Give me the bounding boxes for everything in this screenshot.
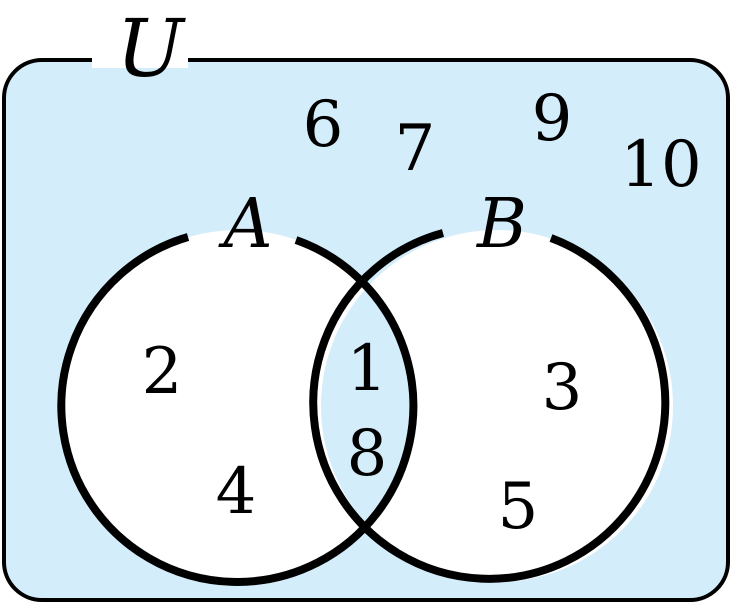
element-a-only: 4	[216, 455, 257, 529]
element-b-only: 5	[498, 470, 539, 544]
element-outside: 10	[620, 128, 701, 202]
element-intersection: 1	[347, 332, 388, 406]
set-b-region	[321, 230, 673, 582]
set-a-outline	[57, 233, 418, 586]
set-a-label: A	[217, 185, 272, 264]
set-b-outline	[309, 229, 670, 583]
element-outside: 9	[532, 82, 573, 156]
set-b-label: B	[475, 185, 527, 264]
set-a-region	[62, 230, 414, 582]
element-outside: 6	[303, 88, 344, 162]
element-a-only: 2	[142, 335, 183, 409]
element-intersection: 8	[347, 417, 388, 491]
element-b-only: 3	[542, 351, 583, 425]
universe-label: U	[116, 2, 186, 95]
element-outside: 7	[395, 112, 436, 186]
universe-label-gap	[92, 52, 188, 68]
